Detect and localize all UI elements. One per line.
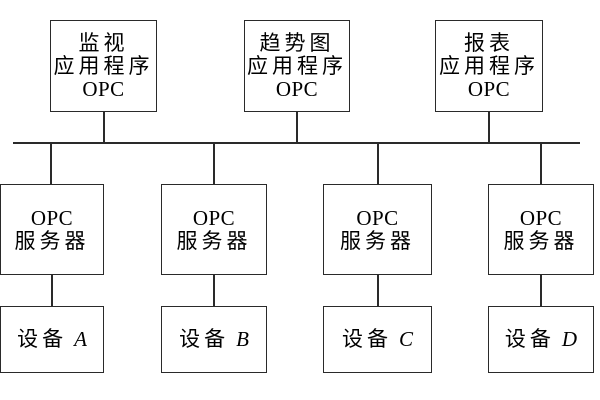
connector-bus-to-server-3 (377, 143, 379, 184)
node-label-line: 监视 (78, 30, 129, 55)
node-label-line: OPC (192, 205, 236, 230)
connector-bus-to-server-4 (540, 143, 542, 184)
connector-bus-to-server-1 (50, 143, 52, 184)
node-label-line: OPC (275, 76, 319, 101)
connector-report-app-to-bus (488, 112, 490, 143)
node-device-b: 设备 B (161, 306, 267, 373)
node-device-d: 设备 D (488, 306, 594, 373)
node-label-line: OPC (467, 76, 511, 101)
node-label-line: OPC (30, 205, 74, 230)
node-opc-server-3: OPC 服务器 (323, 184, 432, 275)
node-label-line: 服务器 (503, 228, 579, 253)
connector-server-3-to-device-c (377, 275, 379, 306)
node-label-line: 设备 B (179, 328, 249, 351)
device-letter: B (236, 327, 249, 351)
node-device-a: 设备 A (0, 306, 104, 373)
node-label-line: 报表 (464, 30, 514, 55)
device-label: 设备 (341, 327, 392, 351)
node-label-line: OPC (519, 205, 563, 230)
node-label-line: 应用程序 (439, 53, 539, 78)
device-label: 设备 (504, 327, 555, 351)
node-label-line: 应用程序 (247, 53, 347, 78)
node-label-line: OPC (82, 76, 125, 101)
device-label: 设备 (17, 327, 68, 351)
device-letter: C (398, 327, 413, 351)
node-label-line: OPC (356, 205, 399, 230)
node-monitor-application: 监视 应用程序 OPC (50, 20, 157, 112)
node-device-c: 设备 C (323, 306, 432, 373)
device-letter: A (74, 327, 87, 351)
node-label-line: 设备 C (342, 328, 413, 351)
node-label-line: 服务器 (340, 228, 415, 253)
node-label-line: 趋势图 (259, 30, 335, 55)
connector-server-4-to-device-d (540, 275, 542, 306)
node-report-application: 报表 应用程序 OPC (435, 20, 543, 112)
node-trend-chart-application: 趋势图 应用程序 OPC (244, 20, 350, 112)
node-label-line: 应用程序 (53, 53, 154, 78)
node-label-line: 服务器 (176, 228, 252, 253)
connector-monitor-app-to-bus (103, 112, 105, 143)
node-label-line: 设备 D (505, 328, 577, 351)
device-label: 设备 (179, 327, 230, 351)
node-label-line: 服务器 (14, 228, 90, 253)
node-opc-server-2: OPC 服务器 (161, 184, 267, 275)
device-letter: D (561, 327, 578, 351)
network-bus-line (13, 142, 580, 144)
node-label-line: 设备 A (17, 328, 87, 351)
connector-bus-to-server-2 (213, 143, 215, 184)
connector-server-2-to-device-b (213, 275, 215, 306)
node-opc-server-1: OPC 服务器 (0, 184, 104, 275)
node-opc-server-4: OPC 服务器 (488, 184, 594, 275)
connector-trend-app-to-bus (296, 112, 298, 143)
connector-server-1-to-device-a (51, 275, 53, 306)
